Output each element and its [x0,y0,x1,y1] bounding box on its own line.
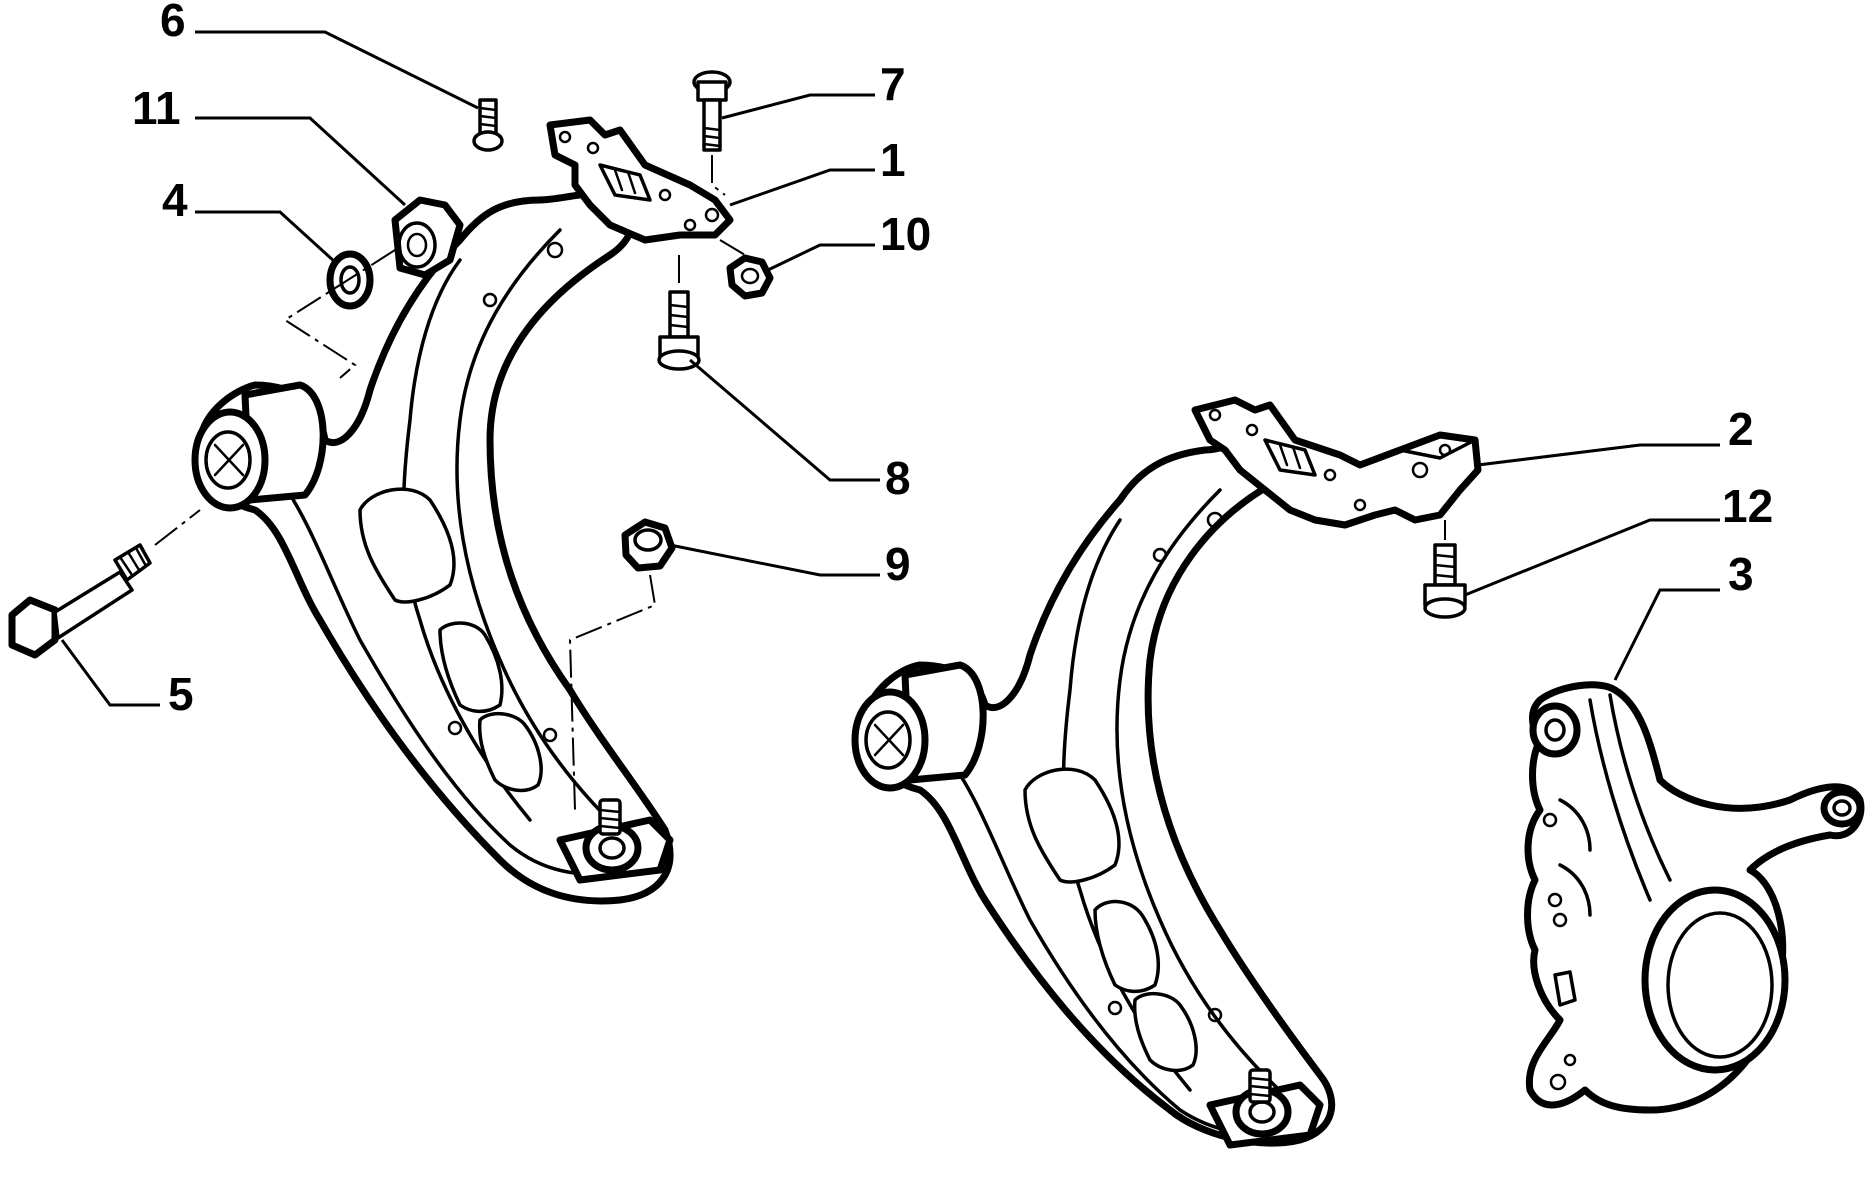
leader-10 [767,243,875,272]
left-front-bushing [191,381,327,512]
callout-4: 4 [162,174,188,226]
axis-line-bushing [283,249,396,379]
bolt-part-7 [692,70,732,152]
nut-part-9 [621,518,676,572]
callout-1: 1 [880,134,906,186]
left-ball-joint [556,798,674,884]
callout-10: 10 [880,208,931,260]
axis-line-part-5 [154,509,201,546]
bolt-part-8 [657,290,701,371]
leader-12 [1464,518,1720,597]
right-ball-joint [1206,1068,1324,1149]
callout-3: 3 [1728,548,1754,600]
leader-5 [60,639,160,707]
left-control-arm [191,116,734,905]
callout-5: 5 [168,668,194,720]
axis-line-part-9 [568,574,657,811]
leader-11 [195,116,407,207]
bolt-part-12 [1423,543,1467,619]
bracket-part-1 [546,116,734,244]
callout-11: 11 [132,82,181,134]
leader-1 [729,168,875,207]
callout-12: 12 [1722,480,1773,532]
steering-knuckle-part-3 [1524,681,1865,1114]
leader-8 [689,358,880,482]
bolt-part-6 [472,98,504,152]
callout-7: 7 [880,58,906,110]
leader-4 [195,210,337,264]
bracket-part-2 [1191,396,1482,529]
leader-3 [1613,588,1720,681]
bolt-part-5 [8,543,152,659]
nut-part-10 [726,254,774,300]
right-control-arm [851,396,1482,1149]
leader-lines [60,30,1720,707]
leader-2 [1477,443,1720,467]
callout-6: 6 [160,0,186,46]
leader-6 [195,30,479,110]
leader-7 [721,93,875,120]
leader-9 [669,543,880,577]
callout-8: 8 [885,452,911,504]
nut-part-11 [391,196,464,279]
right-front-bushing [851,661,987,792]
axis-line-part-7 [711,155,726,196]
washer-part-4 [326,250,374,310]
axis-line-part-10 [719,239,746,256]
callout-labels: 6 11 4 7 1 10 8 9 5 2 12 3 [132,0,1773,720]
callout-9: 9 [885,538,911,590]
callout-2: 2 [1728,403,1754,455]
